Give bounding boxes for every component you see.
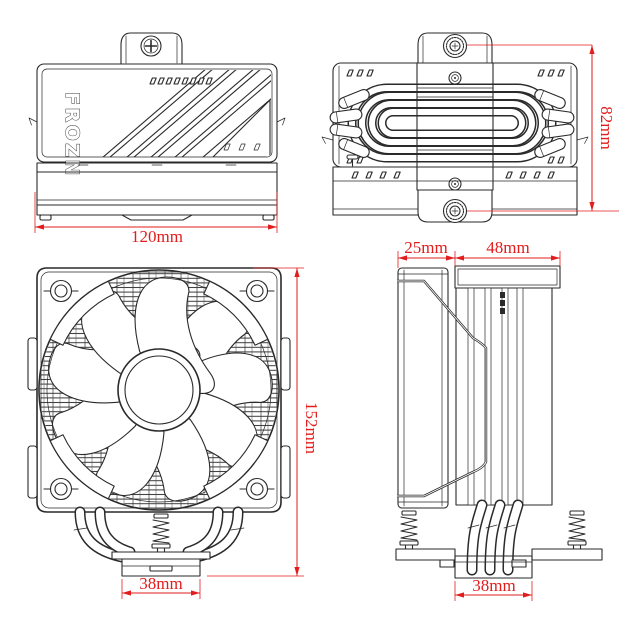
small-screw-icon (448, 71, 462, 85)
spring-screw-icon (151, 513, 171, 553)
frame-side-tab (27, 445, 38, 499)
spring-screw-icon (399, 510, 419, 550)
base-width-dimension-label: 38mm (472, 576, 515, 595)
fan-side-band (28, 117, 286, 221)
side-profile-view: 25mm 48mm 38mm (395, 238, 603, 601)
brand-logo: FROZN (61, 92, 83, 178)
cooler-base-side (454, 555, 533, 579)
dimension-38mm-side: 38mm (454, 576, 533, 601)
dimension-38mm-front: 38mm (121, 574, 201, 599)
heatpipes-side (466, 499, 524, 576)
top-cover-view: FROZN 120mm (28, 32, 286, 246)
cover-diagonal-stripes (87, 70, 271, 157)
fan-thickness-dimension-label: 25mm (404, 238, 447, 257)
fan-pin (346, 154, 359, 167)
clip-hook (576, 136, 589, 144)
top-cover-plate (36, 63, 278, 163)
frame-side-tab (27, 337, 38, 391)
dimension-48mm: 48mm (455, 238, 561, 266)
fan-clip-hook (28, 117, 38, 126)
fin-stack (455, 287, 553, 506)
fan-clip-hook (276, 117, 286, 126)
knurled-screw-icon (442, 33, 468, 59)
mounting-bracket (395, 548, 603, 568)
top-view-heatpipes: 82mm (321, 32, 619, 224)
knurled-screw-icon (442, 198, 468, 224)
fin-badge (500, 292, 505, 298)
fin-depth-dimension-label: 48mm (486, 238, 529, 257)
depth-dimension-label: 82mm (597, 106, 616, 149)
dimension-152mm: 152mm (207, 267, 321, 577)
small-screw-icon (448, 177, 462, 191)
dimension-120mm: 120mm (34, 192, 278, 246)
fan-side-profile (397, 267, 449, 509)
dimension-82mm: 82mm (467, 44, 619, 212)
frame-side-tab (280, 337, 291, 391)
dimension-25mm: 25mm (397, 238, 456, 268)
clip-hook (321, 136, 334, 144)
spring-screw-icon (567, 510, 587, 550)
cooler-base-front (111, 551, 211, 577)
fan-hub (117, 348, 201, 432)
base-width-dimension-label: 38mm (139, 574, 182, 593)
frame-side-tab (280, 445, 291, 499)
phillips-screw-icon (140, 35, 162, 57)
width-dimension-label: 120mm (131, 227, 183, 246)
height-dimension-label: 152mm (302, 402, 321, 454)
cover-corner-panel (212, 99, 271, 157)
front-fan-view: 152mm 38mm (27, 264, 321, 599)
